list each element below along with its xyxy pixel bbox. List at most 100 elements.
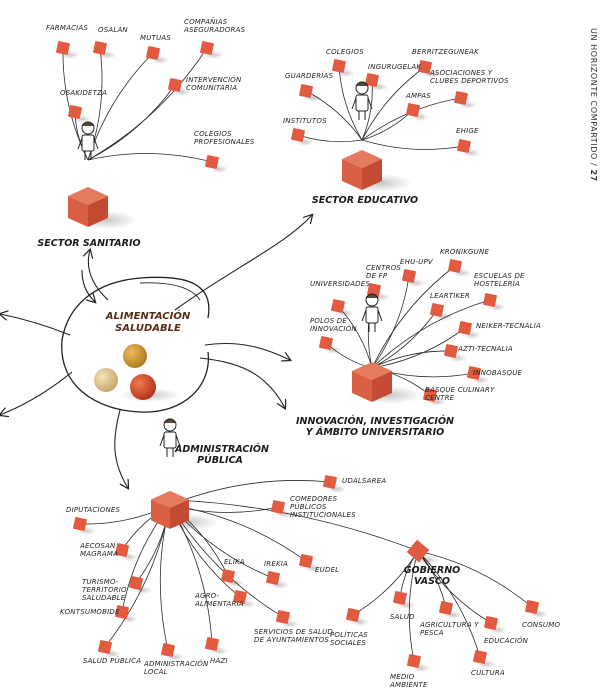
node-innovacion-7-square — [458, 321, 472, 335]
node-innovacion-4 — [483, 293, 506, 311]
node-administracion-0 — [323, 475, 346, 493]
label-educativo-7: EHIGE — [456, 127, 479, 135]
label-innovacion-0: KRONIKGUNE — [440, 248, 490, 256]
connector-educativo-6 — [297, 134, 363, 143]
node-administracion-3-square — [115, 543, 129, 557]
node-educativo-4-square — [454, 91, 468, 105]
connector-sanitario-3 — [87, 47, 208, 161]
cube-innovacion-right — [372, 371, 392, 402]
label-sanitario-3: COMPAÑIAS ASEGURADORAS — [184, 18, 246, 34]
label-educativo-1: INGURUGELAK — [368, 63, 422, 71]
label-administracion-6: SALUD PÚBLICA — [83, 657, 142, 665]
node-innovacion-3-square — [331, 299, 345, 313]
connector-innovacion-8 — [371, 350, 452, 369]
label-administracion-5: KONTSUMOBIDE — [60, 608, 120, 616]
node-innovacion-6 — [319, 336, 342, 354]
gobierno-square — [406, 539, 430, 563]
node-educativo-3-square — [299, 84, 313, 98]
node-innovacion-10-square — [423, 388, 437, 402]
person-arm-right — [367, 97, 373, 110]
node-sanitario-0 — [56, 41, 79, 59]
label-educativo-0: COLEGIOS — [326, 48, 364, 56]
node-gobierno_vasco-5-square — [407, 654, 421, 668]
ball-cream — [94, 368, 118, 392]
person-figure-1 — [351, 81, 373, 120]
node-educativo-7-square — [457, 139, 471, 153]
connector-innovacion-7 — [371, 327, 466, 369]
connector-gobierno_vasco-4 — [417, 550, 533, 608]
node-sanitario-6 — [205, 155, 228, 173]
label-innovacion-6: POLOS DE INNOVACIÓN — [310, 317, 357, 333]
label-gobierno_vasco-6: CULTURA — [471, 669, 505, 677]
node-administracion-3 — [115, 543, 138, 561]
label-gobierno_vasco-0: POLÍTICAS SOCIALES — [330, 631, 368, 647]
person-body — [365, 306, 379, 324]
node-sanitario-3-square — [200, 41, 214, 55]
label-gobierno_vasco-5: MEDIO AMBIENTE — [390, 673, 428, 689]
label-administracion-13: SERVICIOS DE SALUD DE AYUNTAMIENTOS — [254, 628, 333, 644]
person-body — [81, 134, 95, 152]
node-gobierno_vasco-0-square — [346, 608, 360, 622]
title-gobierno_vasco: GOBIERNO VASCO — [403, 565, 461, 587]
node-innovacion-1 — [402, 269, 425, 287]
label-educativo-2: BERRITZEGUNEAK — [412, 48, 479, 56]
connector-sanitario-2 — [87, 52, 154, 161]
cube-educativo-right — [362, 159, 382, 190]
connector-innovacion-5 — [371, 309, 438, 369]
node-innovacion-6-square — [319, 336, 333, 350]
node-innovacion-1-square — [402, 269, 416, 283]
node-sanitario-4 — [68, 105, 91, 123]
node-administracion-9 — [233, 590, 256, 608]
label-educativo-5: AMPAS — [406, 92, 431, 100]
node-sanitario-3 — [200, 41, 223, 59]
node-innovacion-7 — [458, 321, 481, 339]
node-innovacion-5 — [430, 303, 453, 321]
page-tag: UN HORIZONTE COMPARTIDO / 27 — [589, 28, 598, 182]
central-circle — [61, 276, 210, 413]
node-educativo-4 — [454, 91, 477, 109]
node-gobierno_vasco-6 — [473, 650, 496, 668]
node-educativo-1-square — [365, 73, 379, 87]
label-administracion-7: ADMINISTRACIÓN LOCAL — [144, 660, 209, 676]
node-sanitario-0-square — [56, 41, 70, 55]
node-administracion-5-square — [115, 605, 129, 619]
node-innovacion-9 — [467, 366, 490, 384]
node-sanitario-4-square — [68, 105, 82, 119]
connector-educativo-7 — [361, 139, 465, 150]
cube-administracion — [151, 490, 219, 531]
node-administracion-12 — [299, 554, 322, 572]
center-circle-outline — [61, 276, 210, 413]
connector-admin-gobierno — [174, 499, 419, 552]
ball-orange — [130, 374, 156, 400]
person-hair — [163, 418, 177, 424]
label-innovacion-5: LEARTIKER — [430, 292, 470, 300]
label-administracion-11: IREKIA — [264, 560, 288, 568]
node-administracion-4-square — [129, 576, 143, 590]
node-administracion-2 — [73, 517, 96, 535]
node-gobierno_vasco-1 — [393, 591, 416, 609]
node-sanitario-1-square — [93, 41, 107, 55]
node-administracion-11-square — [266, 571, 280, 585]
node-educativo-7 — [457, 139, 480, 157]
node-administracion-7 — [161, 643, 184, 661]
title-educativo: SECTOR EDUCATIVO — [311, 195, 419, 206]
label-sanitario-2: MUTUAS — [140, 34, 171, 42]
node-administracion-6 — [98, 640, 121, 658]
person-arm-right — [377, 309, 383, 322]
label-gobierno_vasco-1: SALUD — [390, 613, 415, 621]
node-educativo-3 — [299, 84, 322, 102]
title-sanitario: SECTOR SANITARIO — [37, 238, 141, 249]
cube-administracion-right — [170, 499, 189, 529]
hub-cubes — [68, 150, 440, 565]
label-administracion-10: ELIKA — [224, 558, 245, 566]
connector-administracion-0 — [169, 480, 331, 506]
title-innovacion: INNOVACIÓN, INVESTIGACIÓN Y ÁMBITO UNIVE… — [296, 416, 454, 438]
person-hair — [355, 81, 369, 87]
arrow-left-top — [0, 314, 71, 336]
node-innovacion-3 — [331, 299, 354, 317]
label-administracion-2: DIPUTACIONES — [66, 506, 121, 514]
node-administracion-8 — [205, 637, 228, 655]
person-arm-right — [175, 434, 181, 447]
label-innovacion-2: CENTROS DE FP — [366, 264, 402, 280]
node-sanitario-1 — [93, 41, 116, 59]
